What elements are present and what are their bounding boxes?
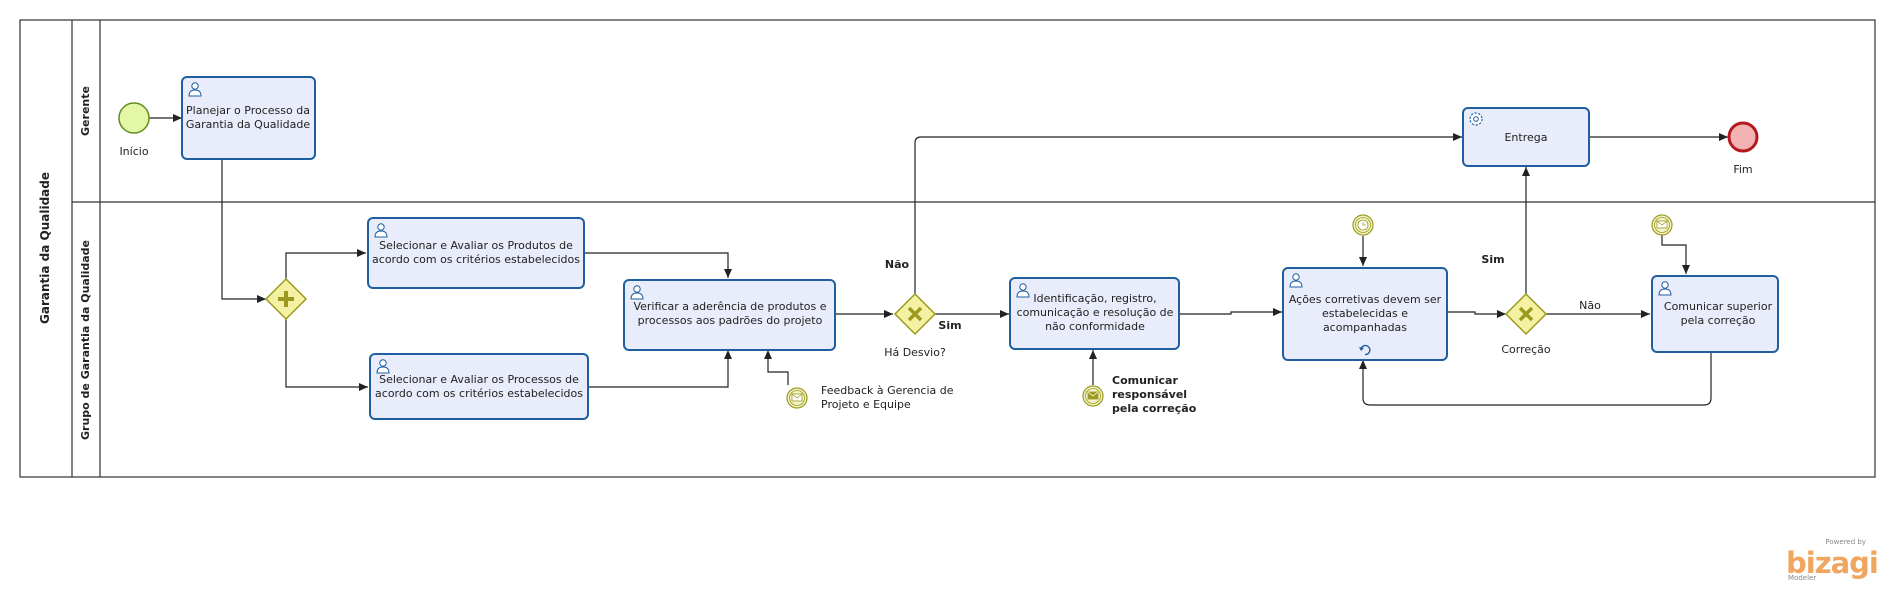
brand-product: Modeler bbox=[1788, 574, 1817, 582]
task-eval-processes[interactable]: Selecionar e Avaliar os Processos de aco… bbox=[369, 353, 589, 420]
task-identify[interactable]: Identificação, registro, comunicação e r… bbox=[1009, 277, 1180, 350]
brand-name: bizagi bbox=[1786, 546, 1879, 580]
sequence-flows bbox=[149, 114, 1728, 406]
flow-identify-to-corrective bbox=[1179, 308, 1282, 316]
flow-deviation-no-to-delivery bbox=[914, 133, 1462, 294]
task-eval-products[interactable]: Selecionar e Avaliar os Produtos de acor… bbox=[367, 217, 585, 289]
user-icon bbox=[630, 285, 644, 300]
flow-label-correction-yes: Sim bbox=[1481, 253, 1504, 266]
task-eval-processes-line-2: acordo com os critérios estabelecidos bbox=[375, 387, 583, 400]
event-timer[interactable] bbox=[1352, 214, 1374, 236]
task-delivery-label: Entrega bbox=[1504, 131, 1547, 144]
loop-icon bbox=[1359, 344, 1371, 356]
task-notify[interactable]: Comunicar superior pela correção bbox=[1651, 275, 1779, 353]
gateway-deviation[interactable]: Há Desvio? bbox=[884, 292, 946, 359]
x-icon bbox=[1518, 306, 1534, 322]
gear-icon bbox=[1469, 112, 1483, 126]
pool: Garantia da Qualidade Gerente Grupo de G… bbox=[19, 19, 1876, 478]
end-event-label: Fim bbox=[1733, 163, 1752, 176]
gateway-correction[interactable]: Correção bbox=[1501, 292, 1551, 356]
flow-plan-to-fork bbox=[221, 159, 266, 303]
lane-title-manager: Gerente bbox=[79, 86, 92, 136]
task-verify-line-1: Verificar a aderência de produtos e bbox=[633, 300, 826, 313]
flow-notify-loop-to-corrective bbox=[1359, 352, 1712, 406]
user-icon bbox=[188, 82, 202, 97]
task-eval-products-line-1: Selecionar e Avaliar os Produtos de bbox=[379, 239, 573, 252]
envelope-icon bbox=[1087, 391, 1099, 400]
gateway-correction-label: Correção bbox=[1501, 343, 1551, 356]
flow-message-to-notify bbox=[1661, 235, 1690, 274]
lane-title-qa-group: Grupo de Garantia da Qualidade bbox=[79, 240, 92, 440]
event-message-to-superior[interactable] bbox=[1651, 214, 1673, 236]
task-eval-processes-line-1: Selecionar e Avaliar os Processos de bbox=[379, 373, 579, 386]
x-icon bbox=[907, 306, 923, 322]
event-feedback-message[interactable]: Feedback à Gerencia de Projeto e Equipe bbox=[786, 384, 954, 411]
gateway-parallel-fork[interactable] bbox=[264, 277, 308, 321]
task-plan-line-2: Garantia da Qualidade bbox=[186, 118, 311, 131]
user-icon bbox=[374, 223, 388, 238]
user-icon bbox=[376, 359, 390, 374]
task-verify[interactable]: Verificar a aderência de produtos e proc… bbox=[623, 279, 836, 351]
bizagi-logo: Powered by bizagi Modeler bbox=[1786, 538, 1879, 584]
flow-fork-to-eval-processes bbox=[285, 319, 368, 391]
flow-eval-processes-to-verify bbox=[588, 350, 732, 388]
start-event[interactable]: Início bbox=[118, 102, 150, 158]
task-plan-line-1: Planejar o Processo da bbox=[186, 104, 310, 117]
task-delivery[interactable]: Entrega bbox=[1462, 107, 1590, 167]
user-icon bbox=[1658, 281, 1672, 296]
user-icon bbox=[1289, 273, 1303, 288]
flow-fork-to-eval-products bbox=[285, 249, 366, 279]
task-corrective-line-1: Ações corretivas devem ser bbox=[1289, 293, 1442, 306]
task-identify-line-2: comunicação e resolução de bbox=[1017, 306, 1174, 319]
flow-eval-products-to-verify bbox=[584, 252, 732, 278]
plus-icon bbox=[278, 291, 294, 307]
task-notify-line-2: pela correção bbox=[1681, 314, 1756, 327]
pool-title: Garantia da Qualidade bbox=[38, 172, 52, 324]
envelope-icon bbox=[791, 393, 803, 402]
envelope-icon bbox=[1656, 220, 1668, 229]
task-corrective[interactable]: Ações corretivas devem ser estabelecidas… bbox=[1282, 267, 1448, 361]
task-corrective-line-3: acompanhadas bbox=[1323, 321, 1407, 334]
gateway-deviation-label: Há Desvio? bbox=[884, 346, 946, 359]
event-notify-responsible-line-3: pela correção bbox=[1112, 402, 1197, 415]
task-eval-products-line-2: acordo com os critérios estabelecidos bbox=[372, 253, 580, 266]
task-identify-line-1: Identificação, registro, bbox=[1033, 292, 1156, 305]
task-plan[interactable]: Planejar o Processo da Garantia da Quali… bbox=[181, 76, 316, 160]
flow-label-deviation-yes: Sim bbox=[938, 319, 961, 332]
powered-by-label: Powered by bbox=[1825, 538, 1866, 546]
task-identify-line-3: não conformidade bbox=[1045, 320, 1145, 333]
flow-corrective-to-correction bbox=[1446, 310, 1506, 318]
event-feedback-line-2: Projeto e Equipe bbox=[821, 398, 911, 411]
task-verify-line-2: processos aos padrões do projeto bbox=[638, 314, 823, 327]
flow-feedback-to-verify bbox=[764, 350, 789, 385]
event-notify-responsible-line-2: responsável bbox=[1112, 388, 1187, 401]
task-notify-line-1: Comunicar superior bbox=[1664, 300, 1773, 313]
clock-icon bbox=[1357, 219, 1369, 231]
flow-label-deviation-no: Não bbox=[885, 258, 910, 271]
event-notify-responsible-message[interactable]: Comunicar responsável pela correção bbox=[1082, 374, 1197, 415]
task-corrective-line-2: estabelecidas e bbox=[1322, 307, 1408, 320]
end-event[interactable]: Fim bbox=[1727, 121, 1759, 176]
event-feedback-line-1: Feedback à Gerencia de bbox=[821, 384, 954, 397]
flow-label-correction-no: Não bbox=[1579, 299, 1601, 312]
start-event-label: Início bbox=[119, 145, 148, 158]
user-icon bbox=[1016, 283, 1030, 298]
event-notify-responsible-line-1: Comunicar bbox=[1112, 374, 1178, 387]
